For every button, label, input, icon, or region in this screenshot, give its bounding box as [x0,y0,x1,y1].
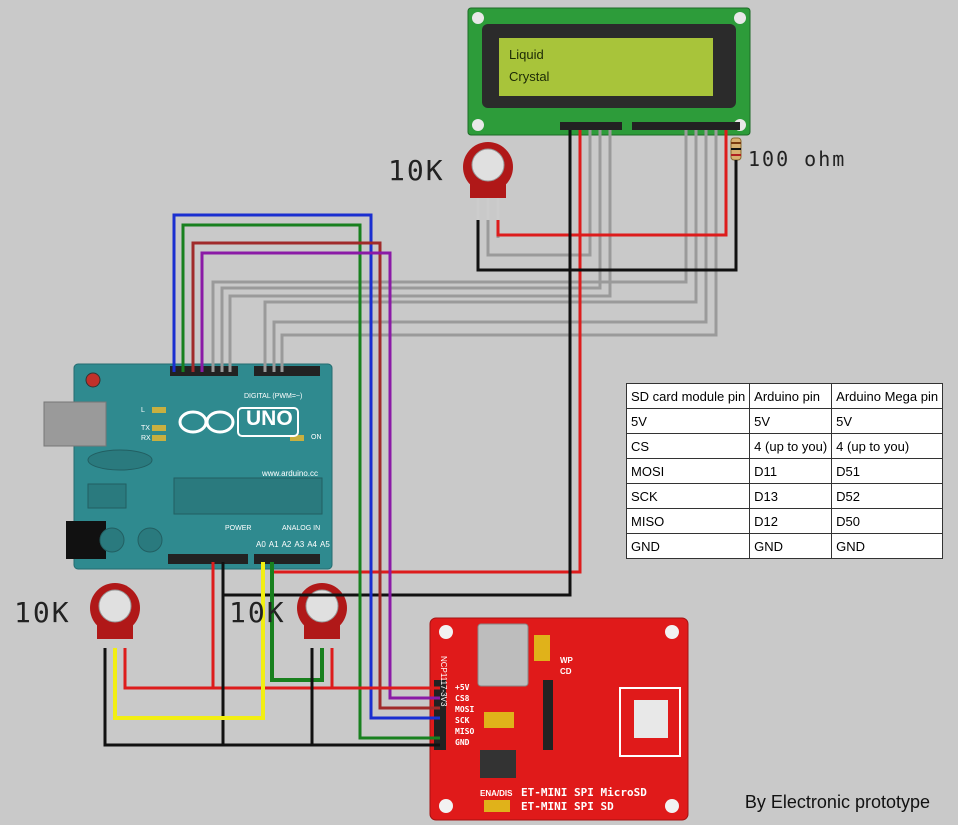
table-row: MISO D12 D50 [625,508,944,534]
table-cell: GND [831,533,944,559]
l-label: L [141,407,145,414]
sd-pin-sck: SCK [455,716,470,725]
table-cell: D12 [749,508,833,534]
sd-pin-cs: CS8 [455,694,470,703]
pin-a2: A2 [281,540,292,549]
sd-cd-label: CD [560,667,572,676]
sd-wp-label: WP [560,656,573,665]
table-cell: 5V [831,408,944,434]
table-header-row: SD card module pin Arduino pin Arduino M… [625,383,944,409]
table-row: MOSI D11 D51 [625,458,944,484]
sd-chip-label: NCP1117-3V3 [439,656,448,707]
table-cell: 4 (up to you) [749,433,833,459]
table-header: SD card module pin [625,383,751,409]
sd-card-module [429,617,689,821]
wires [103,130,738,747]
table-header: Arduino Mega pin [831,383,944,409]
sd-title-1: ET-MINI SPI MicroSD [521,786,647,799]
table-cell: 5V [625,408,751,434]
lcd-line-1: Liquid [509,47,544,62]
lcd-line-2: Crystal [509,69,550,84]
table-header: Arduino pin [749,383,833,409]
table-cell: D52 [831,483,944,509]
analog-pins: A0 A1 A2 A3 A4 A5 [256,540,330,549]
sd-title-2: ET-MINI SPI SD [521,800,614,813]
potentiometer-mid [297,583,347,639]
sd-pin-labels: +5V CS8 MOSI SCK MISO GND [455,682,474,748]
pin-a3: A3 [294,540,305,549]
table-row: GND GND GND [625,533,944,559]
table-cell: MISO [625,508,751,534]
table-row: SCK D13 D52 [625,483,944,509]
sd-pin-gnd: GND [455,738,470,747]
table-cell: MOSI [625,458,751,484]
table-cell: D50 [831,508,944,534]
table-cell: 5V [749,408,833,434]
arduino-url: www.arduino.cc [262,469,319,478]
lcd-module [467,7,751,136]
pot-mid-label: 10K [229,596,286,629]
tx-label: TX [141,425,150,432]
potentiometer-left [90,583,140,639]
arduino-brand: UNO [246,407,293,430]
table-row: 5V 5V 5V [625,408,944,434]
analog-label: ANALOG IN [282,525,321,532]
table-cell: 4 (up to you) [831,433,944,459]
sd-pin-miso: MISO [455,727,475,736]
table-cell: D51 [831,458,944,484]
table-cell: D11 [749,458,833,484]
on-label: ON [311,434,322,441]
table-cell: D13 [749,483,833,509]
potentiometer-top [463,142,513,220]
sd-pin-5v: +5V [455,683,470,692]
resistor-label: 100 ohm [748,147,847,171]
sd-pin-mosi: MOSI [455,705,475,714]
table-cell: CS [625,433,751,459]
pin-mapping-table: SD card module pin Arduino pin Arduino M… [625,383,944,559]
pot-top-label: 10K [388,154,445,187]
digital-label: DIGITAL (PWM=~) [244,393,303,400]
arduino-uno-board [43,363,333,570]
table-cell: GND [749,533,833,559]
power-label: POWER [225,525,252,532]
pot-left-label: 10K [14,596,71,629]
resistor-100-ohm [730,137,742,161]
pin-a0: A0 [256,540,266,549]
table-cell: GND [625,533,751,559]
pin-a5: A5 [319,540,330,549]
sd-ena-label: ENA/DIS [480,789,513,798]
pin-a4: A4 [307,540,317,549]
credit-label: By Electronic prototype [744,792,930,812]
pin-a1: A1 [268,540,279,549]
table-cell: SCK [625,483,751,509]
rx-label: RX [141,435,151,442]
table-row: CS 4 (up to you) 4 (up to you) [625,433,944,459]
